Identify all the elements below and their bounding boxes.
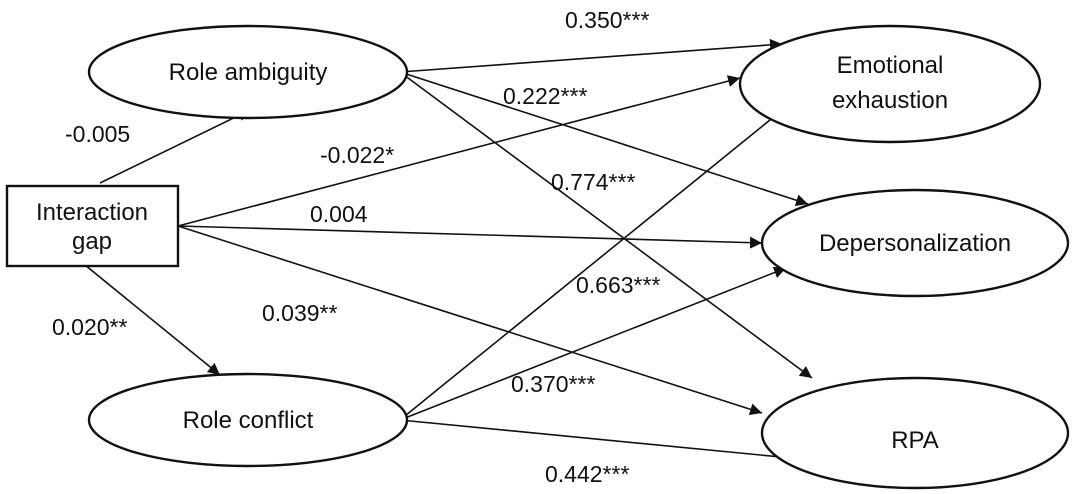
coef-label-role-conflict-to-emotional-exhaustion: 0.663*** [576, 272, 660, 298]
edge-role-ambiguity-to-emotional-exhaustion [399, 38, 783, 73]
coef-label-role-ambiguity-to-emotional-exhaustion: 0.350*** [565, 7, 649, 33]
edge-interaction-gap-to-role-ambiguity [99, 109, 251, 184]
edge-role-ambiguity-to-rpa [399, 71, 813, 379]
coef-label-role-conflict-to-rpa: 0.442*** [545, 461, 629, 487]
node-label: gap [72, 228, 112, 255]
edge-role-conflict-to-emotional-exhaustion [399, 106, 787, 421]
node-depersonalization: Depersonalization [760, 188, 1070, 298]
node-label: RPA [891, 427, 939, 454]
coef-label-interaction-gap-to-role-ambiguity: -0.005 [65, 121, 130, 147]
edge-interaction-gap-to-role-conflict [84, 264, 221, 376]
coef-label-role-ambiguity-to-rpa: 0.774*** [551, 169, 635, 195]
edge-role-ambiguity-to-depersonalization [399, 71, 809, 207]
node-label: Role ambiguity [169, 59, 328, 86]
node-label: Depersonalization [819, 230, 1011, 257]
node-label: Interaction [36, 199, 148, 226]
coef-label-interaction-gap-to-emotional-exhaustion: -0.022* [320, 142, 394, 168]
node-label: Emotional [837, 52, 944, 79]
coef-label-role-conflict-to-depersonalization: 0.370*** [511, 371, 595, 397]
node-interaction-gap: Interaction gap [5, 184, 180, 268]
edge-role-conflict-to-depersonalization [399, 266, 787, 421]
coef-label-role-ambiguity-to-depersonalization: 0.222*** [503, 83, 587, 109]
edge-role-conflict-to-rpa [399, 419, 813, 465]
edge-interaction-gap-to-depersonalization [177, 225, 763, 249]
edge-interaction-gap-to-rpa [177, 225, 763, 416]
node-role-conflict: Role conflict [87, 372, 409, 468]
node-emotional-exhaustion: Emotional exhaustion [738, 24, 1042, 144]
node-rpa: RPA [760, 376, 1070, 490]
coef-label-interaction-gap-to-role-conflict: 0.020** [52, 314, 128, 340]
node-label: Role conflict [183, 407, 314, 434]
node-role-ambiguity: Role ambiguity [87, 24, 409, 120]
coef-label-interaction-gap-to-depersonalization: 0.004 [310, 201, 368, 227]
edge-interaction-gap-to-emotional-exhaustion [177, 75, 741, 227]
node-label: exhaustion [832, 87, 948, 114]
coef-label-interaction-gap-to-rpa: 0.039** [262, 300, 338, 326]
